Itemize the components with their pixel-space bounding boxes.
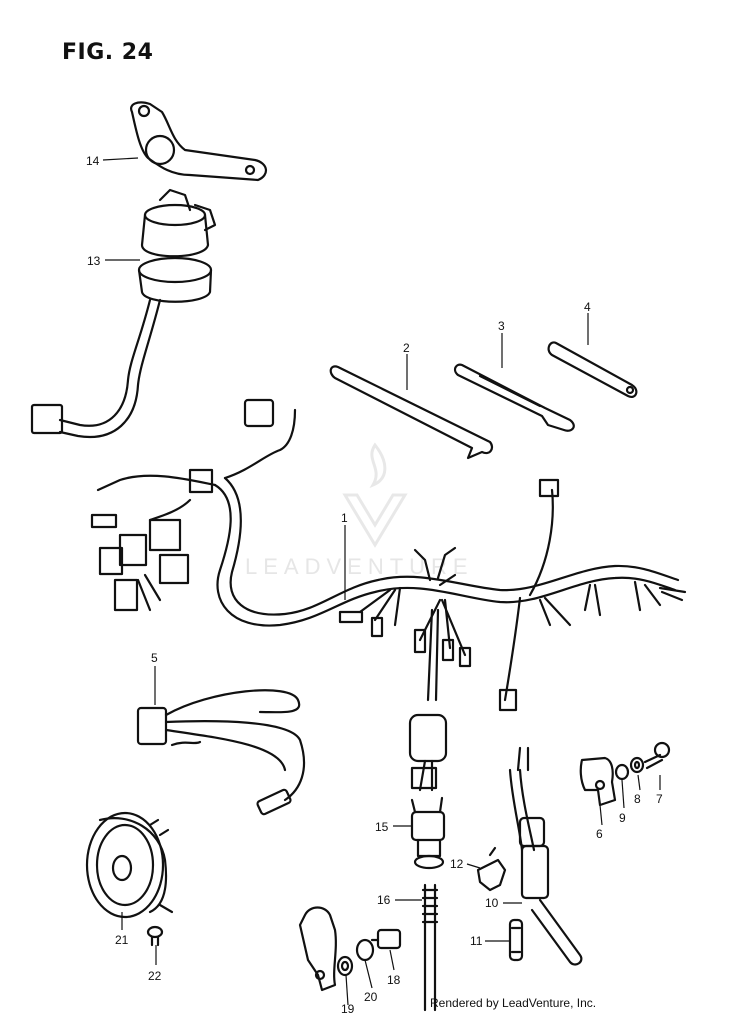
figure-title: FIG. 24 — [62, 40, 154, 65]
callout-11: 11 — [470, 934, 483, 948]
callout-7: 7 — [656, 792, 663, 806]
callout-4: 4 — [584, 300, 591, 314]
part-22-screw — [146, 925, 164, 947]
watermark-text: LEADVENTURE — [245, 554, 474, 579]
part-3-band — [453, 363, 575, 432]
callout-22: 22 — [148, 969, 162, 983]
callout-16: 16 — [377, 893, 391, 907]
part-12-clip — [476, 846, 507, 892]
callout-14: 14 — [86, 154, 100, 168]
callout-1: 1 — [341, 511, 348, 525]
callout-8: 8 — [634, 792, 641, 806]
part-2-strap — [329, 365, 494, 460]
part-4-small-strap — [547, 341, 638, 398]
part-15-switch — [410, 796, 446, 870]
callout-18: 18 — [387, 973, 401, 987]
callout-20: 20 — [364, 990, 378, 1004]
part-15-switch-cable — [408, 608, 448, 792]
part-5-connector-wire — [136, 689, 305, 816]
part-10-fuse-holder — [508, 746, 583, 966]
callout-10: 10 — [485, 896, 499, 910]
part-13-ignition-switch — [30, 188, 217, 439]
part-14-bracket — [130, 101, 267, 182]
watermark-logo-icon — [342, 442, 408, 548]
callout-15: 15 — [375, 820, 389, 834]
callout-2: 2 — [403, 341, 410, 355]
part-19-bracket — [298, 906, 337, 992]
credit-text: Rendered by LeadVenture, Inc. — [430, 996, 597, 1010]
part-9-washer — [614, 763, 630, 781]
callout-21: 21 — [115, 933, 129, 947]
part-11-fuse — [508, 918, 524, 962]
callout-12: 12 — [450, 857, 464, 871]
callout-19: 19 — [341, 1002, 355, 1013]
callout-6: 6 — [596, 827, 603, 841]
part-6-clip — [579, 756, 617, 807]
callout-3: 3 — [498, 319, 505, 333]
callout-9: 9 — [619, 811, 626, 825]
part-8-washer — [629, 756, 645, 774]
part-1-wiring-harness — [90, 398, 687, 712]
callout-13: 13 — [87, 254, 101, 268]
part-16-rod — [421, 883, 439, 1012]
part-20-washer — [336, 955, 354, 977]
part-18-bolt — [355, 928, 402, 962]
part-7-bolt — [643, 741, 671, 770]
part-21-horn — [85, 811, 174, 919]
callout-5: 5 — [151, 651, 158, 665]
